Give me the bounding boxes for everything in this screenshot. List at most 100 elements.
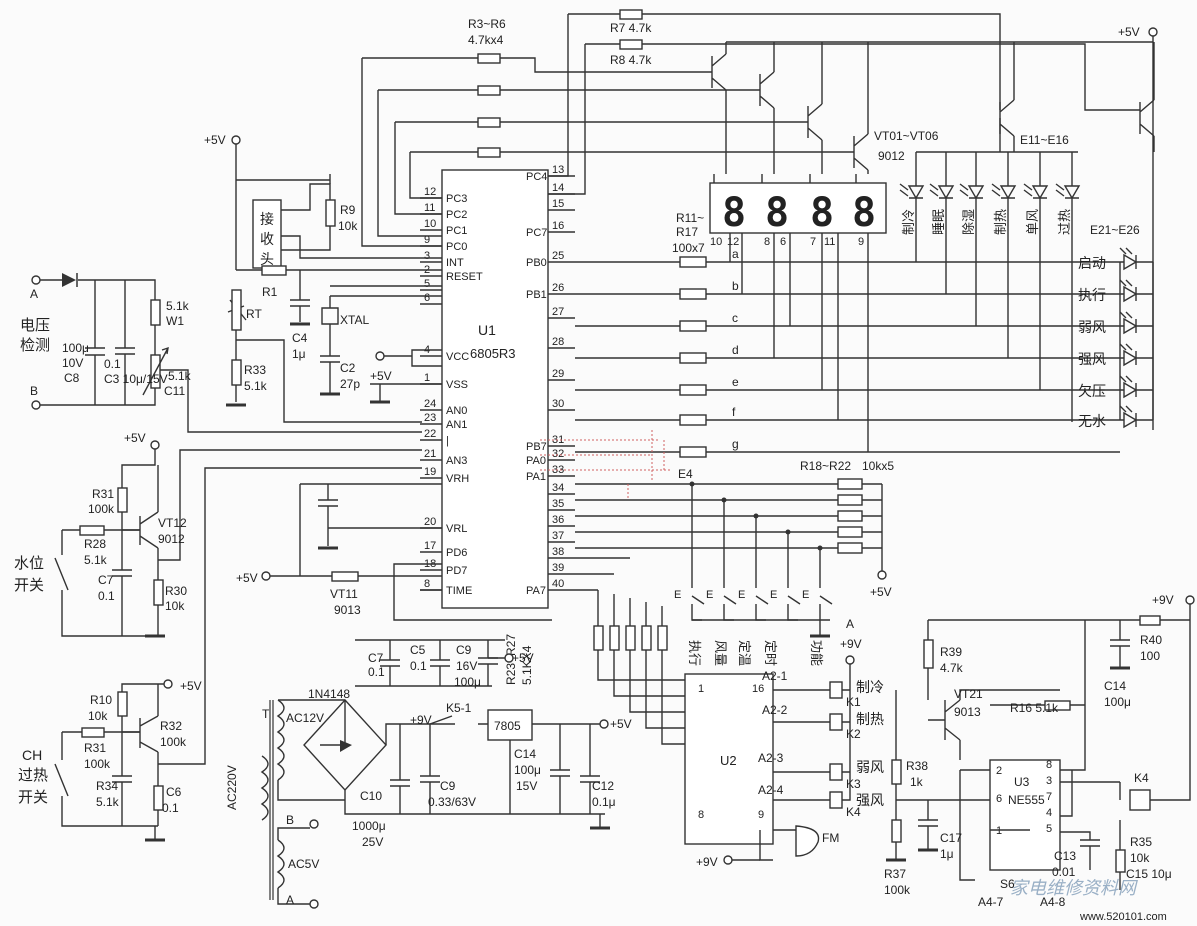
overheat-label-1: 过热 — [18, 767, 48, 784]
svg-text:6: 6 — [780, 236, 786, 248]
c15-label: C15 10μ — [1126, 867, 1172, 881]
c13-label: C13 — [1054, 849, 1076, 863]
svg-text:8: 8 — [1046, 759, 1052, 771]
annotation-marks — [540, 430, 670, 500]
relay-k1-function: 制冷 — [856, 679, 884, 695]
vcc-relay — [845, 655, 855, 665]
pd-time-circuit — [261, 563, 552, 621]
svg-text:11: 11 — [824, 236, 835, 248]
led-top-label: 制热 — [993, 209, 1008, 235]
segment-resistor-7 — [679, 446, 707, 458]
switch-label-1: 执行 — [687, 640, 702, 666]
r23-r27-5 — [657, 625, 668, 651]
switch-terminal: E — [738, 589, 745, 601]
led-top-4 — [999, 152, 1017, 358]
c9a-value-2: 100μ — [454, 675, 481, 689]
r41-label: 5.1k — [166, 299, 190, 313]
r35-value: 10k — [1130, 851, 1150, 865]
c4-value: 1μ — [292, 347, 306, 361]
vcc-555-label: +9V — [1152, 593, 1174, 607]
led-right-label: 无水 — [1078, 413, 1106, 429]
display-pins: 10 12 8 6 7 11 9 — [710, 236, 864, 248]
r38-label: R38 — [906, 759, 928, 773]
led-right-label: 弱风 — [1078, 319, 1106, 335]
u1-pin-name: PC3 — [446, 193, 467, 205]
segment-resistor-3 — [679, 320, 707, 332]
u1-pin-number: 29 — [552, 368, 564, 380]
u1-pin-name: PC4 — [526, 171, 547, 183]
c14a-value-2: 15V — [516, 779, 537, 793]
r32-label: C6 — [166, 785, 182, 799]
r3-r6-value: 4.7kx4 — [468, 33, 504, 47]
r34-label: R31 — [84, 741, 106, 755]
r10-value: 9013 — [334, 603, 361, 617]
digit-1: 8 — [722, 190, 746, 236]
ch-label: CH — [22, 747, 42, 763]
relay-label: K1 — [846, 695, 861, 709]
switch-terminal: E — [674, 589, 681, 601]
svg-text:4: 4 — [1046, 807, 1052, 819]
r23-r27-3 — [625, 625, 636, 651]
ic-u2-body — [684, 673, 774, 845]
transistor-4 — [853, 133, 869, 171]
digit-4: 8 — [852, 190, 876, 236]
ic-u1-pins: 12PC311PC210PC19PC03INT2RESET564VCC1VSS2… — [420, 164, 575, 597]
r1-label: R1 — [262, 285, 278, 299]
u1-pin-name: VCC — [446, 351, 469, 363]
r32-value: 0.1 — [162, 801, 179, 815]
u1-pin-number: 21 — [424, 448, 436, 460]
switch-label-5: 功能 — [809, 640, 824, 666]
transistor-1 — [711, 53, 727, 91]
led-right-5 — [1120, 381, 1153, 399]
u1-pin-name: PC1 — [446, 225, 467, 237]
water-switch-label-2: 开关 — [14, 577, 44, 594]
c6-value: 5.1k — [96, 795, 120, 809]
u1-pin-name: AN0 — [446, 405, 467, 417]
vcc-u2 — [723, 855, 733, 865]
segment-label: c — [732, 311, 738, 325]
vcc-9v-label: +9V — [410, 713, 432, 727]
r23-r27-4 — [641, 625, 652, 651]
switch-label-3: 定温 — [737, 640, 752, 666]
c11-value-1: 10V — [62, 356, 83, 370]
segment-resistor-6 — [679, 414, 707, 426]
led-top-label: 除湿 — [961, 209, 976, 235]
u1-pin-number: 24 — [424, 398, 436, 410]
digit-3: 8 — [810, 190, 834, 236]
led-right-3 — [1120, 317, 1153, 335]
r31b-label: R10 — [90, 693, 112, 707]
vcc-relay-label: +9V — [840, 637, 862, 651]
u1-pin-number: 23 — [424, 412, 436, 424]
r23-r27-1 — [593, 625, 604, 651]
u1-pin-name: TIME — [446, 585, 472, 597]
u1-pin-name: VSS — [446, 379, 468, 391]
c2-value: 27p — [340, 377, 360, 391]
u2-pin-1: 1 — [698, 683, 704, 695]
svg-text:7: 7 — [1046, 791, 1052, 803]
w1-label: 5.1k — [168, 369, 192, 383]
u1-pin-name: PA7 — [526, 585, 546, 597]
decoupling-caps — [355, 639, 514, 687]
r40-value: 100 — [1140, 649, 1160, 663]
led-right-label: 启动 — [1078, 255, 1106, 271]
d1-label: 1N4148 — [308, 687, 350, 701]
r11-value: 100x7 — [672, 241, 705, 255]
r11-label: R11~ — [676, 211, 704, 225]
u1-pin-name: PB7 — [526, 441, 547, 453]
c14b-value: 100μ — [1104, 695, 1131, 709]
u1-pin-number: 28 — [552, 336, 564, 348]
segment-resistor-1 — [679, 256, 707, 268]
display-digits: 8 8 8 8 — [722, 190, 876, 236]
vcc-u2-label: +9V — [696, 855, 718, 869]
svg-text:10: 10 — [710, 236, 722, 248]
r7-label: R7 4.7k — [610, 21, 652, 35]
digit-2: 8 — [765, 190, 789, 236]
ac220-label: AC220V — [225, 765, 239, 810]
vt11-value: 100k — [160, 735, 187, 749]
ac12-label: AC12V — [286, 711, 324, 725]
c5-value: 0.1 — [410, 659, 427, 673]
led-top-6 — [1063, 152, 1081, 422]
transformer-b-label: B — [286, 813, 294, 827]
receiver-reset-circuit — [224, 135, 442, 423]
transistor-2 — [759, 71, 775, 109]
